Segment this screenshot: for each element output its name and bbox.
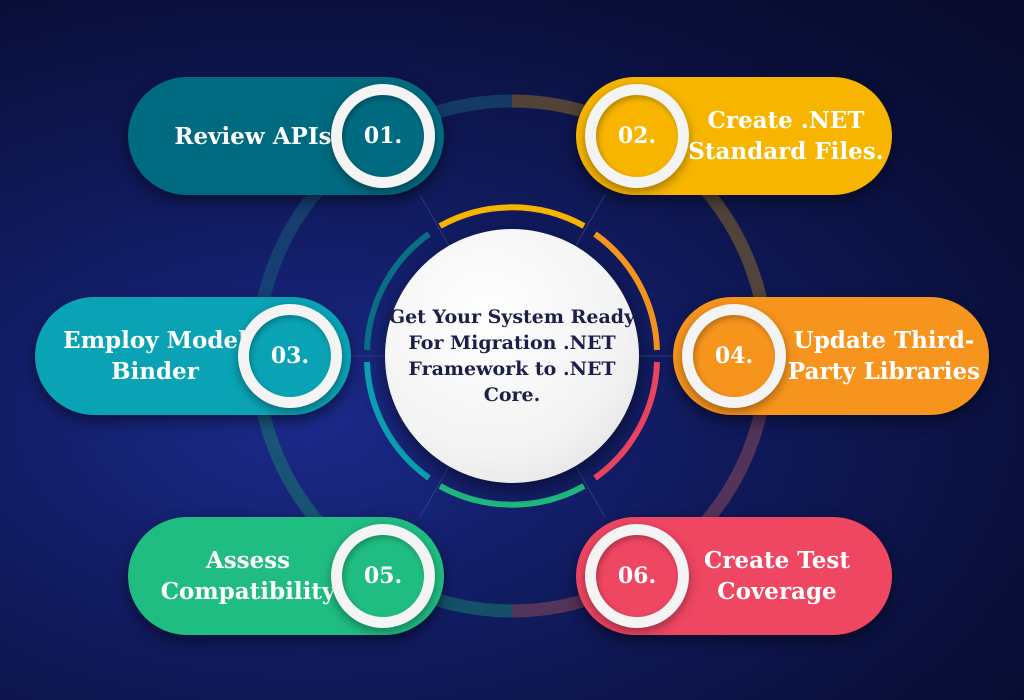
step-label: Update Third-Party Libraries: [787, 327, 981, 385]
step-05: Assess Compatibility 05.: [128, 517, 444, 635]
inner-arc-cyan: [364, 361, 431, 481]
step-number-badge: 06.: [585, 524, 689, 628]
step-03: Employ Model Binder 03.: [35, 297, 351, 415]
inner-arc-teal: [364, 231, 431, 351]
step-number: 02.: [596, 95, 678, 177]
inner-arc-yellow: [438, 204, 586, 229]
step-01: Review APIs 01.: [128, 77, 444, 195]
step-number: 04.: [693, 315, 775, 397]
step-number-badge: 05.: [331, 524, 435, 628]
step-06: 06. Create Test Coverage: [576, 517, 892, 635]
step-number-badge: 01.: [331, 84, 435, 188]
step-label: Employ Model Binder: [63, 327, 247, 385]
inner-arc-green: [438, 483, 586, 508]
inner-arc-red: [593, 361, 660, 481]
step-label: Create Test Coverage: [704, 547, 850, 605]
step-number: 06.: [596, 535, 678, 617]
step-number: 01.: [342, 95, 424, 177]
step-02: 02. Create .NET Standard Files.: [576, 77, 892, 195]
step-number-badge: 02.: [585, 84, 689, 188]
step-04: 04. Update Third-Party Libraries: [673, 297, 989, 415]
inner-arc-orange: [593, 231, 660, 351]
step-label: Assess Compatibility: [160, 547, 336, 605]
step-number-badge: 04.: [682, 304, 786, 408]
step-label: Review APIs: [174, 122, 332, 150]
step-number: 03.: [249, 315, 331, 397]
step-number: 05.: [342, 535, 424, 617]
center-title: Get Your System Ready For Migration .NET…: [388, 306, 636, 406]
step-label: Create .NET Standard Files.: [688, 107, 884, 165]
center-title-circle: Get Your System Ready For Migration .NET…: [385, 229, 639, 483]
step-number-badge: 03.: [238, 304, 342, 408]
